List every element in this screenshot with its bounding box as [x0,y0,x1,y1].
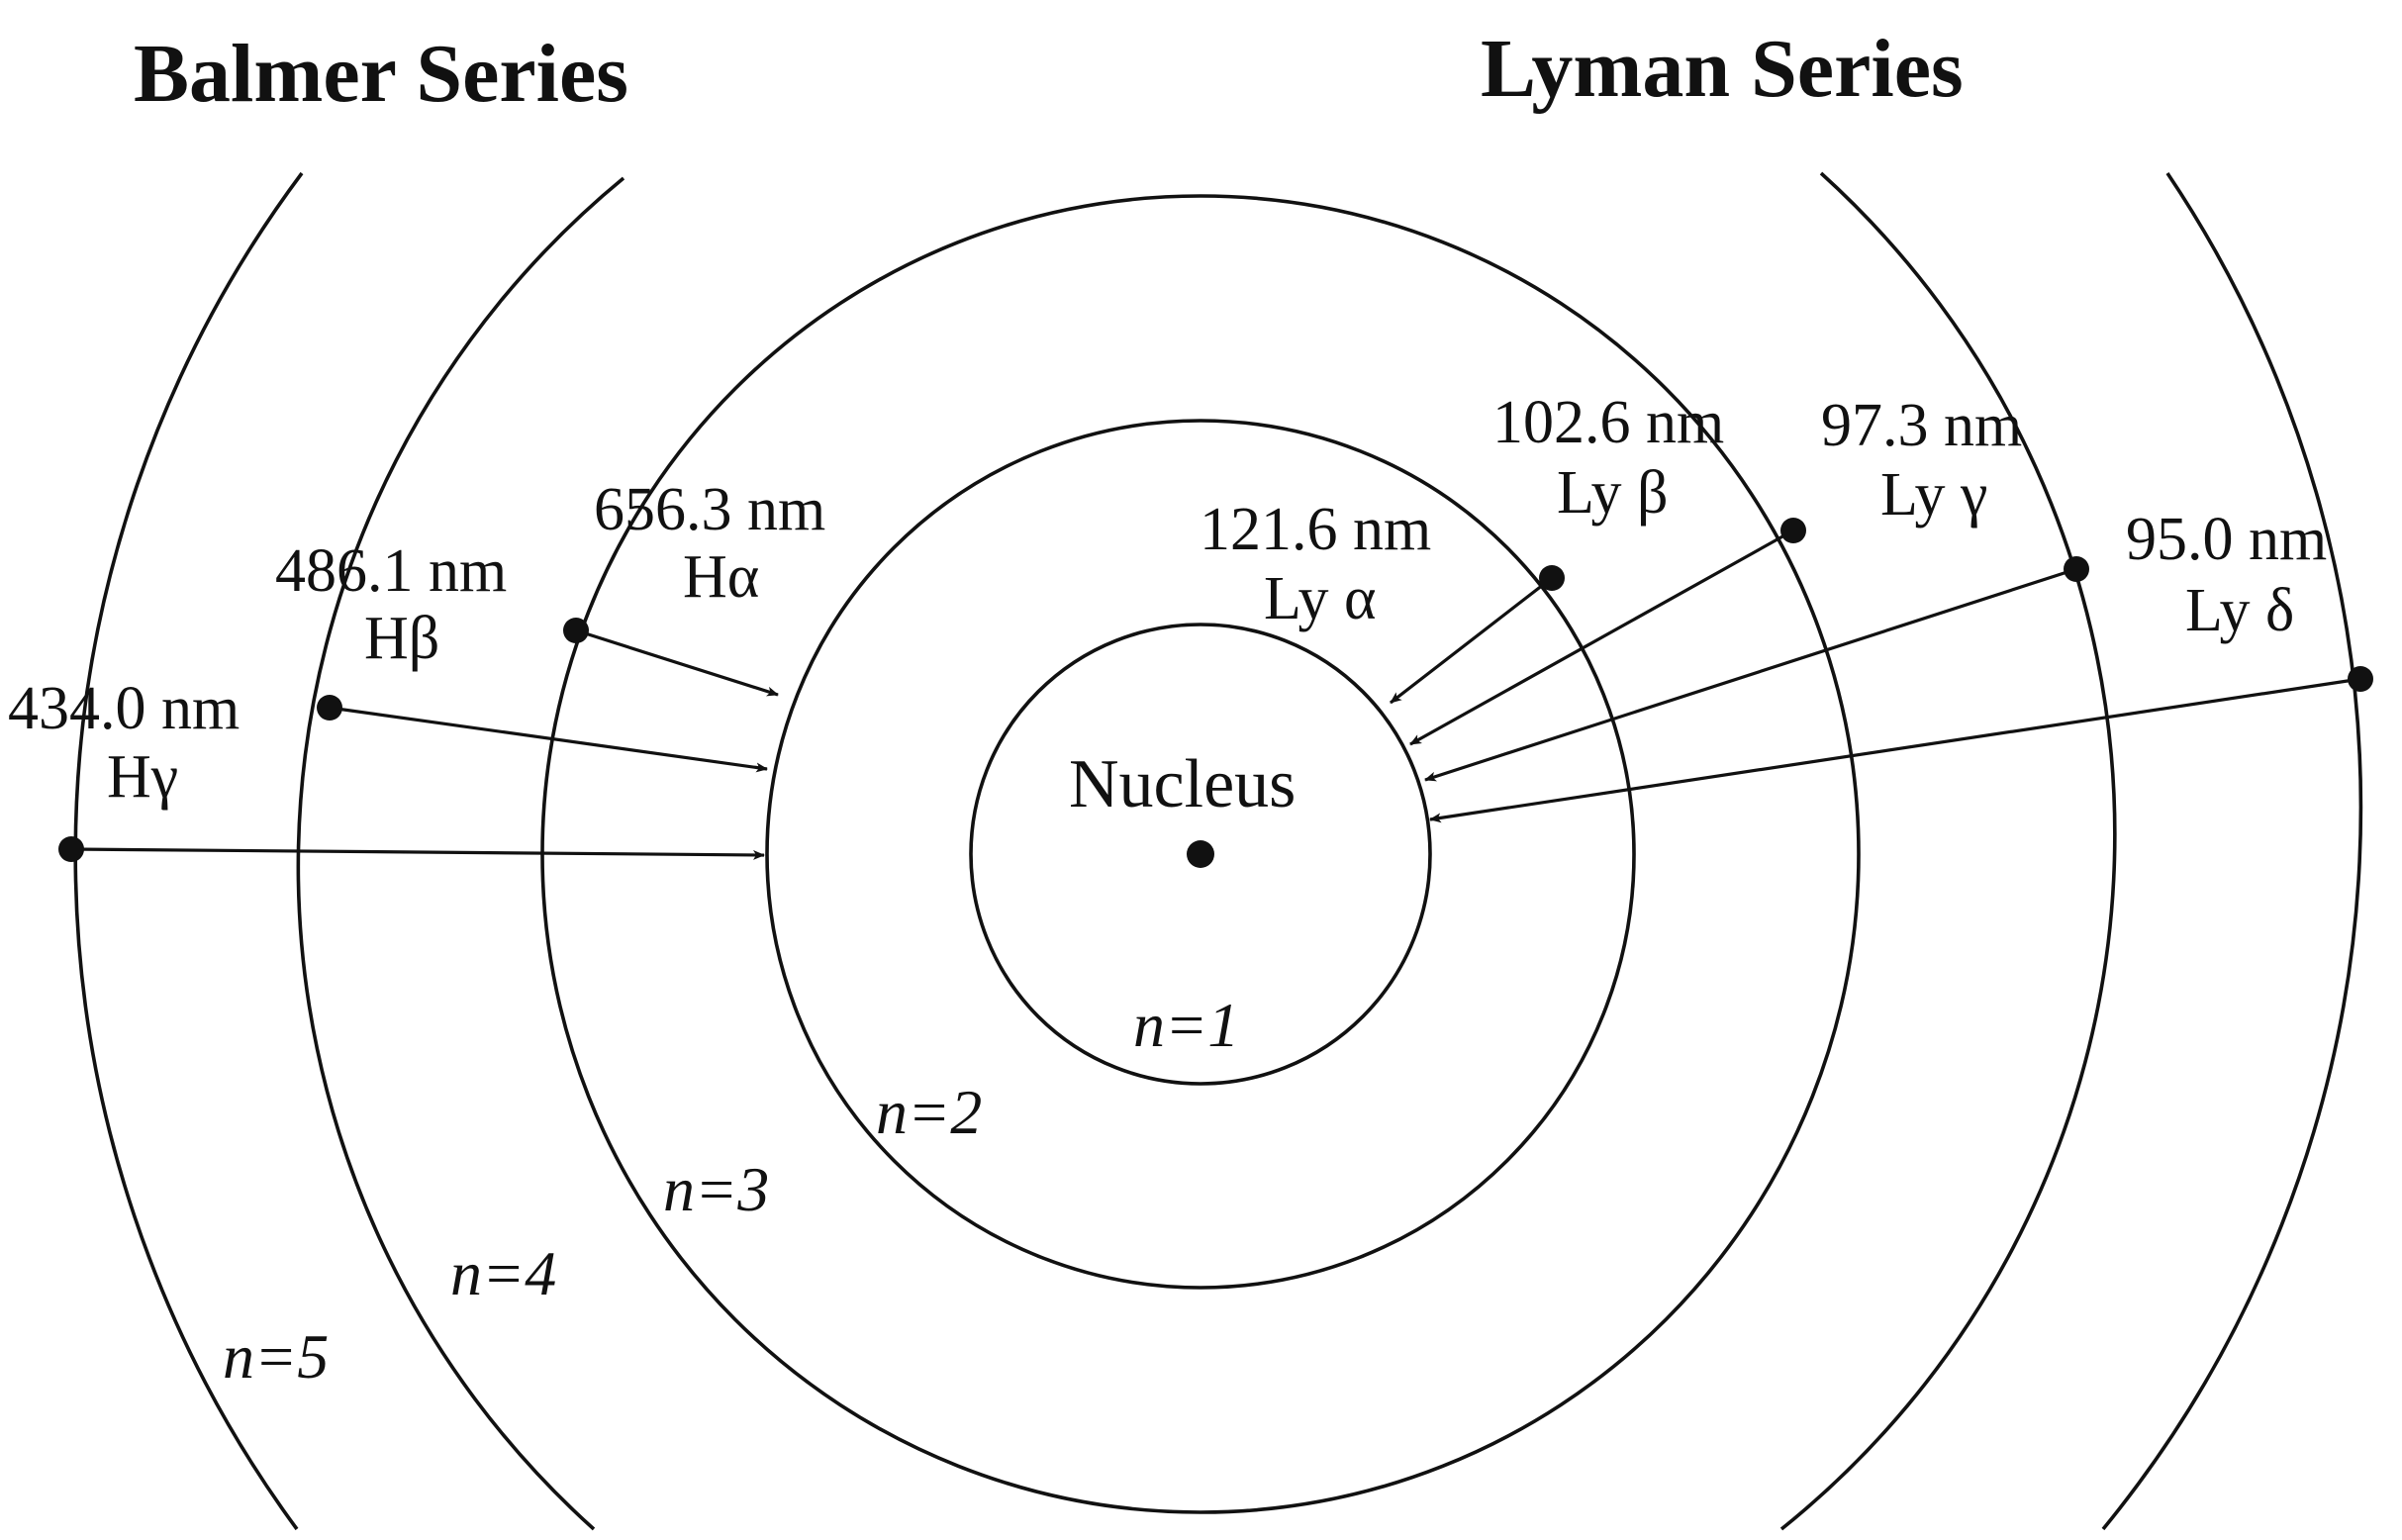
transition-arrow-ly-beta [1409,529,1794,746]
transition-dot-h-alpha [563,618,589,643]
transition-arrow-h-gamma [70,847,765,860]
orbit-n1 [969,623,1432,1086]
wavelength-label-ly-beta: 102.6 nm [1492,389,1724,456]
level-label-n3: n=3 [663,1154,769,1224]
line-name-h-beta: Hβ [364,605,439,672]
orbit-n2 [765,419,1636,1290]
transition-arrow-h-beta [329,706,768,773]
transition-dot-h-gamma [58,836,84,862]
transition-arrow-ly-delta [1429,677,2361,823]
orbit-n4-right [1779,171,2117,1531]
line-name-h-gamma: Hγ [107,743,178,811]
nucleus-label: Nucleus [1069,746,1296,822]
line-name-ly-gamma: Ly γ [1880,461,1987,529]
line-name-ly-alpha: Ly α [1264,565,1376,632]
orbit-n4-left [296,176,625,1531]
wavelength-label-ly-gamma: 97.3 nm [1821,392,2022,459]
transition-arrow-ly-alpha [1390,576,1553,705]
nucleus-dot [1187,840,1214,868]
transition-dot-ly-beta [1780,518,1806,543]
level-label-n1: n=1 [1133,990,1239,1060]
wavelength-label-h-beta: 486.1 nm [275,537,507,605]
line-name-ly-beta: Ly β [1557,459,1669,527]
transition-arrow-ly-gamma [1424,567,2077,782]
transition-dot-ly-delta [2348,666,2373,692]
wavelength-label-h-alpha: 656.3 nm [594,476,825,543]
lyman-series-title: Lyman Series [1481,23,1964,115]
transition-arrow-h-alpha [575,628,779,697]
transition-dot-h-beta [317,695,342,721]
level-label-n5: n=5 [223,1321,329,1392]
wavelength-label-ly-alpha: 121.6 nm [1200,496,1431,563]
transition-dot-ly-gamma [2064,556,2089,582]
transition-dot-ly-alpha [1539,565,1565,591]
balmer-series-title: Balmer Series [134,28,628,120]
orbit-n5-right [2101,171,2363,1531]
line-name-h-alpha: Hα [683,543,759,611]
line-name-ly-delta: Ly δ [2185,577,2294,644]
wavelength-label-h-gamma: 434.0 nm [8,675,240,742]
level-label-n2: n=2 [876,1077,982,1147]
level-label-n4: n=4 [450,1238,556,1308]
wavelength-label-ly-delta: 95.0 nm [2126,506,2327,573]
